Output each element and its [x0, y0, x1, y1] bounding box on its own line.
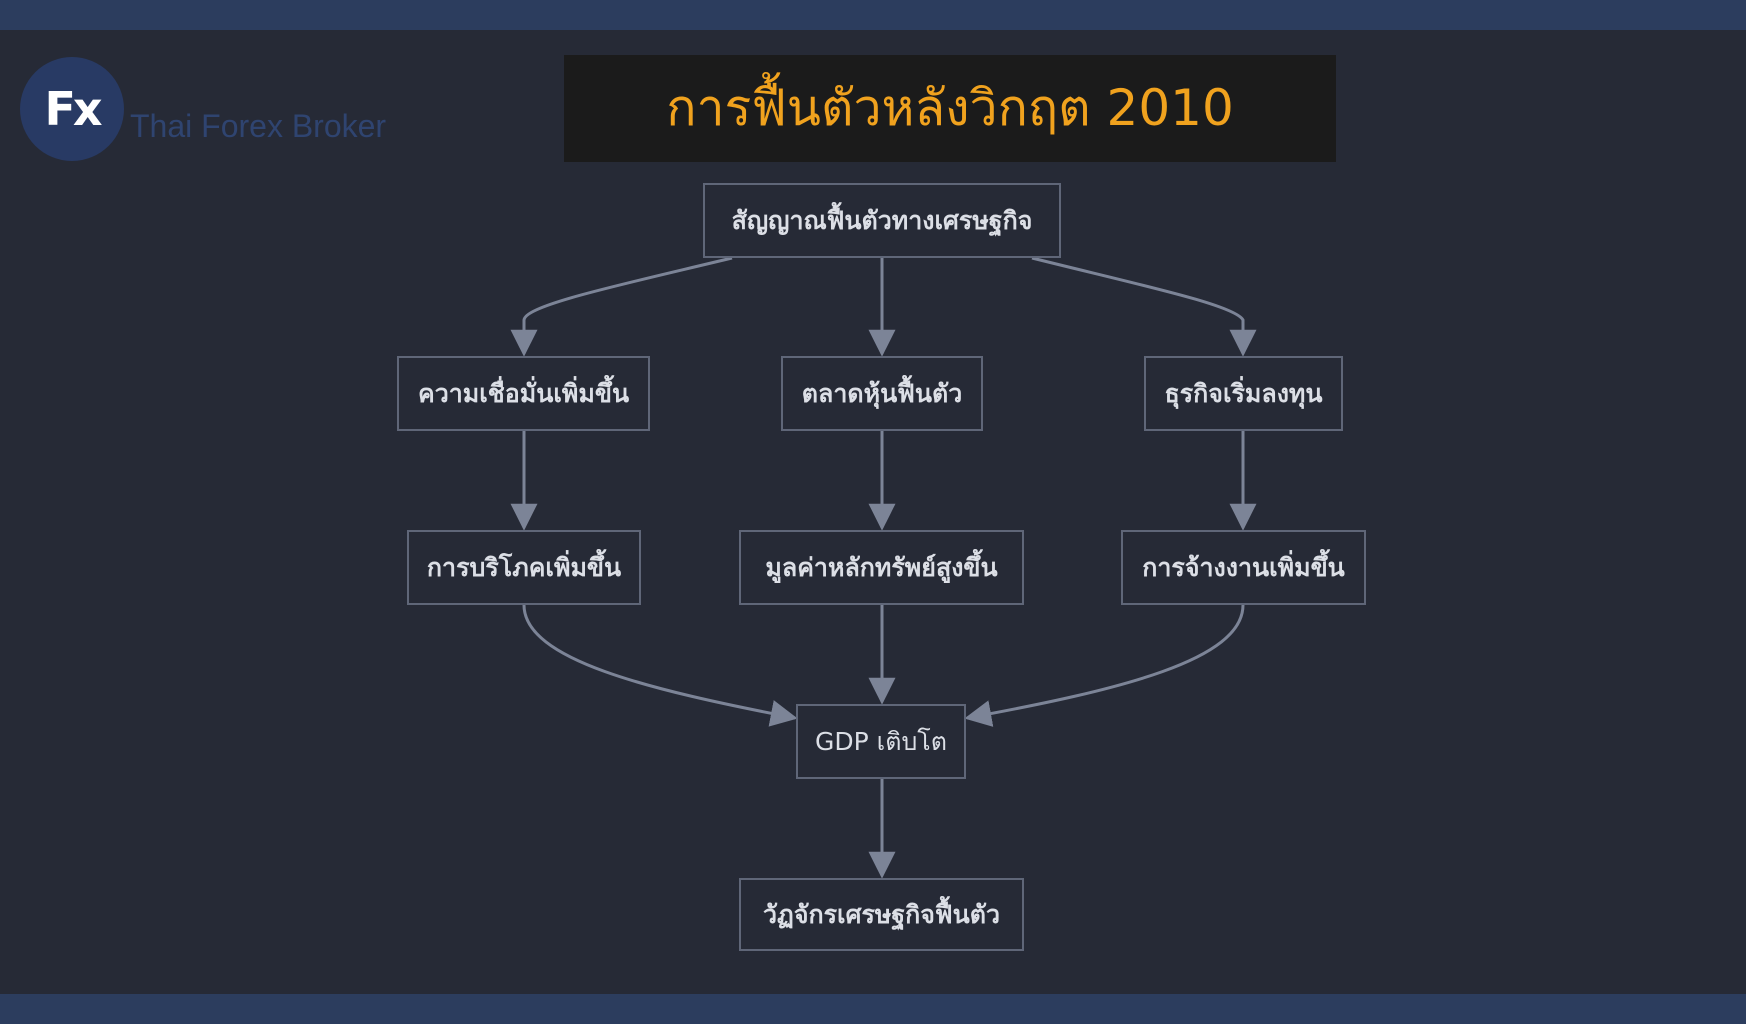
brand-name: Thai Forex Broker	[130, 108, 387, 144]
node-asset-values-rise: มูลค่าหลักทรัพย์สูงขึ้น	[739, 530, 1024, 605]
node-consumption-rises: การบริโภคเพิ่มขึ้น	[407, 530, 641, 605]
diagram-title: การฟื้นตัวหลังวิกฤต 2010	[666, 79, 1234, 137]
node-employment-rises: การจ้างงานเพิ่มขึ้น	[1121, 530, 1366, 605]
edge-employment-gdp	[964, 604, 1245, 727]
node-gdp-growth: GDP เติบโต	[796, 704, 966, 779]
node-stock-market-recovers: ตลาดหุ้นฟื้นตัว	[781, 356, 983, 431]
edge-signal-business	[1031, 256, 1257, 357]
node-economic-recovery-signal: สัญญาณฟื้นตัวทางเศรษฐกิจ	[703, 183, 1061, 258]
logo-mark: Fx	[20, 57, 124, 161]
bottom-bar	[0, 994, 1746, 1024]
edge-consumption-gdp	[522, 604, 798, 727]
node-confidence-rises: ความเชื่อมั่นเพิ่มขึ้น	[397, 356, 650, 431]
top-bar	[0, 0, 1746, 30]
edge-signal-confidence	[510, 256, 733, 357]
title-box: การฟื้นตัวหลังวิกฤต 2010	[564, 55, 1336, 162]
logo: Fx	[20, 57, 124, 161]
node-economic-cycle-recovers: วัฏจักรเศรษฐกิจฟื้นตัว	[739, 878, 1024, 951]
node-business-starts-investing: ธุรกิจเริ่มลงทุน	[1144, 356, 1343, 431]
